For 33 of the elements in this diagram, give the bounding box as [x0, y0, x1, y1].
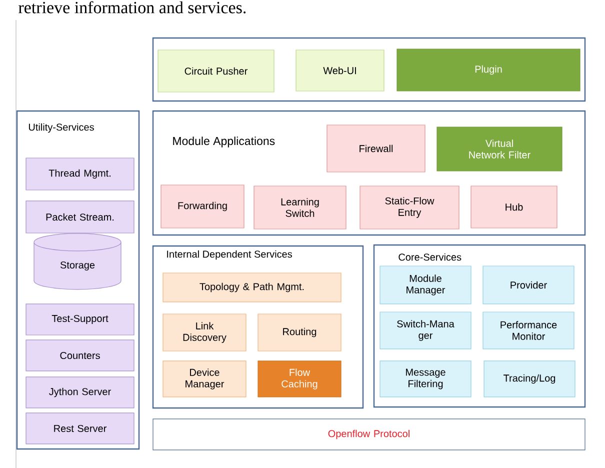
module-box: Static-Flow Entry: [360, 186, 460, 230]
service-box: Switch-Mana ger: [380, 312, 472, 350]
service-box: Rest Server: [26, 412, 134, 444]
service-box: Tracing/Log: [484, 360, 576, 398]
storage-cylinder: Storage: [34, 233, 122, 290]
panel-heading: Internal Dependent Services: [167, 250, 292, 260]
service-box: Topology & Path Mgmt.: [162, 272, 342, 302]
service-box: Message Filtering: [380, 360, 472, 398]
service-box: Test-Support: [26, 304, 134, 336]
module-box: Circuit Pusher: [158, 50, 274, 92]
panel-heading: Utility-Services: [28, 123, 94, 133]
service-box: Link Discovery: [162, 314, 246, 352]
service-box: Routing: [258, 314, 342, 352]
service-box: Performance Monitor: [482, 312, 574, 350]
module-box: Learning Switch: [254, 186, 346, 230]
module-box: Firewall: [326, 124, 426, 172]
service-box: Thread Mgmt.: [26, 158, 134, 190]
service-box: Flow Caching: [258, 360, 342, 398]
module-box: Forwarding: [160, 184, 244, 228]
module-box: Virtual Network Filter: [436, 126, 562, 172]
service-box: Device Manager: [162, 360, 246, 398]
service-box: Provider: [482, 266, 574, 304]
module-box: Web-UI: [296, 50, 384, 92]
service-box: Module Manager: [380, 266, 472, 304]
module-box: Plugin: [396, 48, 580, 92]
service-box: Counters: [26, 340, 134, 372]
panel-heading: Core-Services: [398, 253, 462, 261]
module-box: Hub: [470, 186, 558, 228]
panel-heading: Module Applications: [173, 136, 275, 148]
page-text: retrieve information and services.: [18, 1, 246, 14]
protocol-bar: Openflow Protocol: [152, 418, 586, 450]
service-box: Jython Server: [26, 376, 134, 408]
service-box: Packet Stream.: [26, 200, 134, 234]
